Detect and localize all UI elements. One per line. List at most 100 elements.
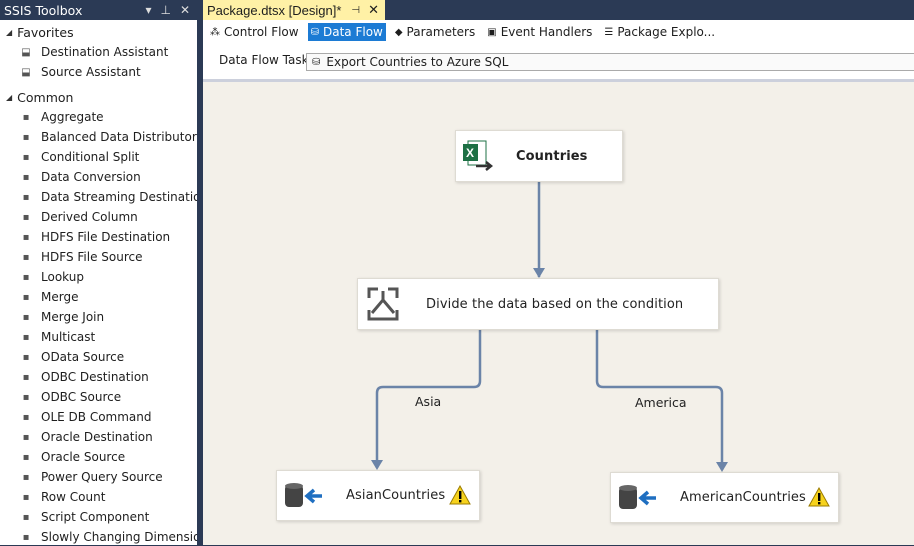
- tab-label: Event Handlers: [500, 25, 593, 39]
- toolbox-item-label: Data Streaming Destination: [41, 190, 209, 204]
- node-countries[interactable]: X Countries: [455, 130, 623, 182]
- derived-column-icon: ▪: [22, 211, 30, 223]
- toolbox-item-label: HDFS File Source: [41, 250, 143, 264]
- tab-package-explorer[interactable]: ☰Package Explo...: [601, 23, 718, 41]
- toolbox-item[interactable]: ⬓Destination Assistant: [18, 43, 168, 61]
- toolbox-item-label: Destination Assistant: [41, 45, 169, 59]
- tab-data-flow[interactable]: ⛁Data Flow: [307, 23, 386, 41]
- power-query-source-icon: ▪: [22, 471, 30, 483]
- node-conditional-split[interactable]: Divide the data based on the condition: [357, 278, 719, 330]
- group-label: Common: [17, 89, 74, 105]
- ole-db-command-icon: ▪: [22, 411, 30, 423]
- toolbox-title-bar: SSIS Toolbox ▾ ⊥ ✕: [0, 0, 197, 20]
- toolbox-item[interactable]: ▪Aggregate: [18, 108, 104, 126]
- document-tab-label: Package.dtsx [Design]*: [207, 2, 342, 18]
- toolbox-item[interactable]: ▪Derived Column: [18, 208, 138, 226]
- database-destination-icon: [285, 482, 322, 507]
- toolbox-item[interactable]: ▪Slowly Changing Dimension: [18, 528, 208, 546]
- toolbox-item[interactable]: ▪ Conditional Split: [18, 148, 140, 166]
- toolbox-item-label: OLE DB Command: [41, 410, 152, 424]
- toolbox-item[interactable]: ▪Merge: [18, 288, 79, 306]
- data-flow-task-select[interactable]: ⛁ Export Countries to Azure SQL: [306, 53, 914, 71]
- dropdown-icon[interactable]: ▾: [145, 3, 152, 17]
- data-flow-icon: ⛁: [312, 56, 321, 68]
- row-count-icon: ▪: [22, 491, 30, 503]
- toolbox-item-label: HDFS File Destination: [41, 230, 171, 244]
- toolbox-item[interactable]: ▪Oracle Destination: [18, 428, 153, 446]
- event-handlers-icon: ▣: [487, 26, 497, 38]
- node-label: Countries: [516, 148, 588, 164]
- toolbox-item[interactable]: ▪HDFS File Destination: [18, 228, 171, 246]
- control-flow-icon: ⁂: [210, 26, 220, 38]
- toolbox-item-label: Aggregate: [41, 110, 104, 124]
- toolbox-item[interactable]: ▪ Lookup: [18, 268, 84, 286]
- data-flow-canvas[interactable]: Asia America X Countries Divide the data…: [203, 82, 914, 545]
- toolbox-item[interactable]: ▪Merge Join: [18, 308, 104, 326]
- toolbox-item-label: Balanced Data Distributor: [41, 130, 197, 144]
- toolbox-item[interactable]: ▪ ODBC Destination: [18, 368, 149, 386]
- toolbox-item[interactable]: ▪ HDFS File Source: [18, 248, 143, 266]
- close-tab-icon[interactable]: ✕: [368, 2, 380, 17]
- toolbox-title: SSIS Toolbox: [4, 2, 83, 18]
- path-asia[interactable]: [375, 330, 482, 468]
- package-designer: ⁂Control Flow⛁Data Flow◆Parameters▣Event…: [203, 20, 914, 545]
- toolbox-item-label: Conditional Split: [41, 150, 140, 164]
- document-tab-bar: Package.dtsx [Design]* ⊣ ✕: [203, 0, 914, 20]
- toolbox-item[interactable]: ▪Script Component: [18, 508, 150, 526]
- toolbox-item-label: Lookup: [41, 270, 84, 284]
- toolbox-item[interactable]: ▪ OLE DB Command: [18, 408, 152, 426]
- toolbox-item[interactable]: ▪ODBC Source: [18, 388, 122, 406]
- toolbox-item-label: Row Count: [41, 490, 106, 504]
- toolbox-item[interactable]: ▪ Oracle Source: [18, 448, 125, 466]
- collapse-triangle-icon[interactable]: ◢: [6, 92, 13, 102]
- tab-control-flow[interactable]: ⁂Control Flow: [207, 23, 302, 41]
- toolbox-item[interactable]: ▪Data Conversion: [18, 168, 141, 186]
- node-label: AsianCountries: [346, 488, 446, 503]
- node-asian-countries[interactable]: AsianCountries: [276, 470, 480, 521]
- toolbox-item-label: Oracle Source: [41, 450, 126, 464]
- toolbox-item-label: ODBC Destination: [41, 370, 149, 384]
- tab-parameters[interactable]: ◆Parameters: [392, 23, 478, 41]
- toolbox-item-label: Merge: [41, 290, 79, 304]
- odata-source-icon: ▪: [22, 351, 30, 363]
- toolbox-group-favorites[interactable]: ◢ Favorites: [6, 23, 74, 41]
- collapse-triangle-icon[interactable]: ◢: [6, 27, 13, 37]
- path-label-america: America: [635, 395, 687, 410]
- toolbox-item-label: Power Query Source: [41, 470, 163, 484]
- toolbox-item[interactable]: ▪Multicast: [18, 328, 96, 346]
- node-american-countries[interactable]: AmericanCountries: [610, 472, 839, 523]
- path-label-asia: Asia: [415, 394, 442, 409]
- group-label: Favorites: [17, 24, 74, 40]
- document-tab[interactable]: Package.dtsx [Design]* ⊣ ✕: [203, 0, 386, 20]
- close-icon[interactable]: ✕: [179, 3, 190, 17]
- toolbox-item[interactable]: ▪ Power Query Source: [18, 468, 163, 486]
- toolbox-item[interactable]: ▪Data Streaming Destination: [18, 188, 209, 206]
- toolbox-item-label: Oracle Destination: [41, 430, 153, 444]
- excel-source-icon: X: [463, 140, 494, 171]
- pin-icon[interactable]: ⊣: [351, 4, 361, 16]
- warning-icon[interactable]: [449, 485, 471, 505]
- odbc-destination-icon: ▪: [22, 371, 30, 383]
- svg-text:X: X: [466, 146, 474, 160]
- task-label: Data Flow Task:: [219, 53, 313, 67]
- hdfs-file-source-icon: ▪: [22, 251, 30, 263]
- lookup-icon: ▪: [22, 271, 30, 283]
- toolbox-item[interactable]: ▪ Row Count: [18, 488, 106, 506]
- toolbox-item[interactable]: ⬓Source Assistant: [18, 63, 140, 81]
- tab-label: Data Flow: [322, 25, 383, 39]
- oracle-source-icon: ▪: [22, 451, 30, 463]
- conditional-split-icon: ▪: [22, 151, 30, 163]
- source-assistant-icon: ⬓: [21, 66, 31, 78]
- path-america[interactable]: [595, 330, 724, 470]
- toolbox-item[interactable]: ▪OData Source: [18, 348, 125, 366]
- warning-icon[interactable]: [808, 487, 830, 507]
- toolbox-item-label: ODBC Source: [41, 390, 122, 404]
- data-conversion-icon: ▪: [22, 171, 30, 183]
- pin-icon[interactable]: ⊥: [160, 3, 171, 17]
- tab-label: Package Explo...: [617, 25, 716, 39]
- panel-splitter[interactable]: [197, 0, 203, 545]
- tab-event-handlers[interactable]: ▣Event Handlers: [484, 23, 595, 41]
- task-value: Export Countries to Azure SQL: [326, 55, 509, 69]
- toolbox-group-common[interactable]: ◢ Common: [6, 88, 73, 106]
- toolbox-item[interactable]: ▪Balanced Data Distributor: [18, 128, 197, 146]
